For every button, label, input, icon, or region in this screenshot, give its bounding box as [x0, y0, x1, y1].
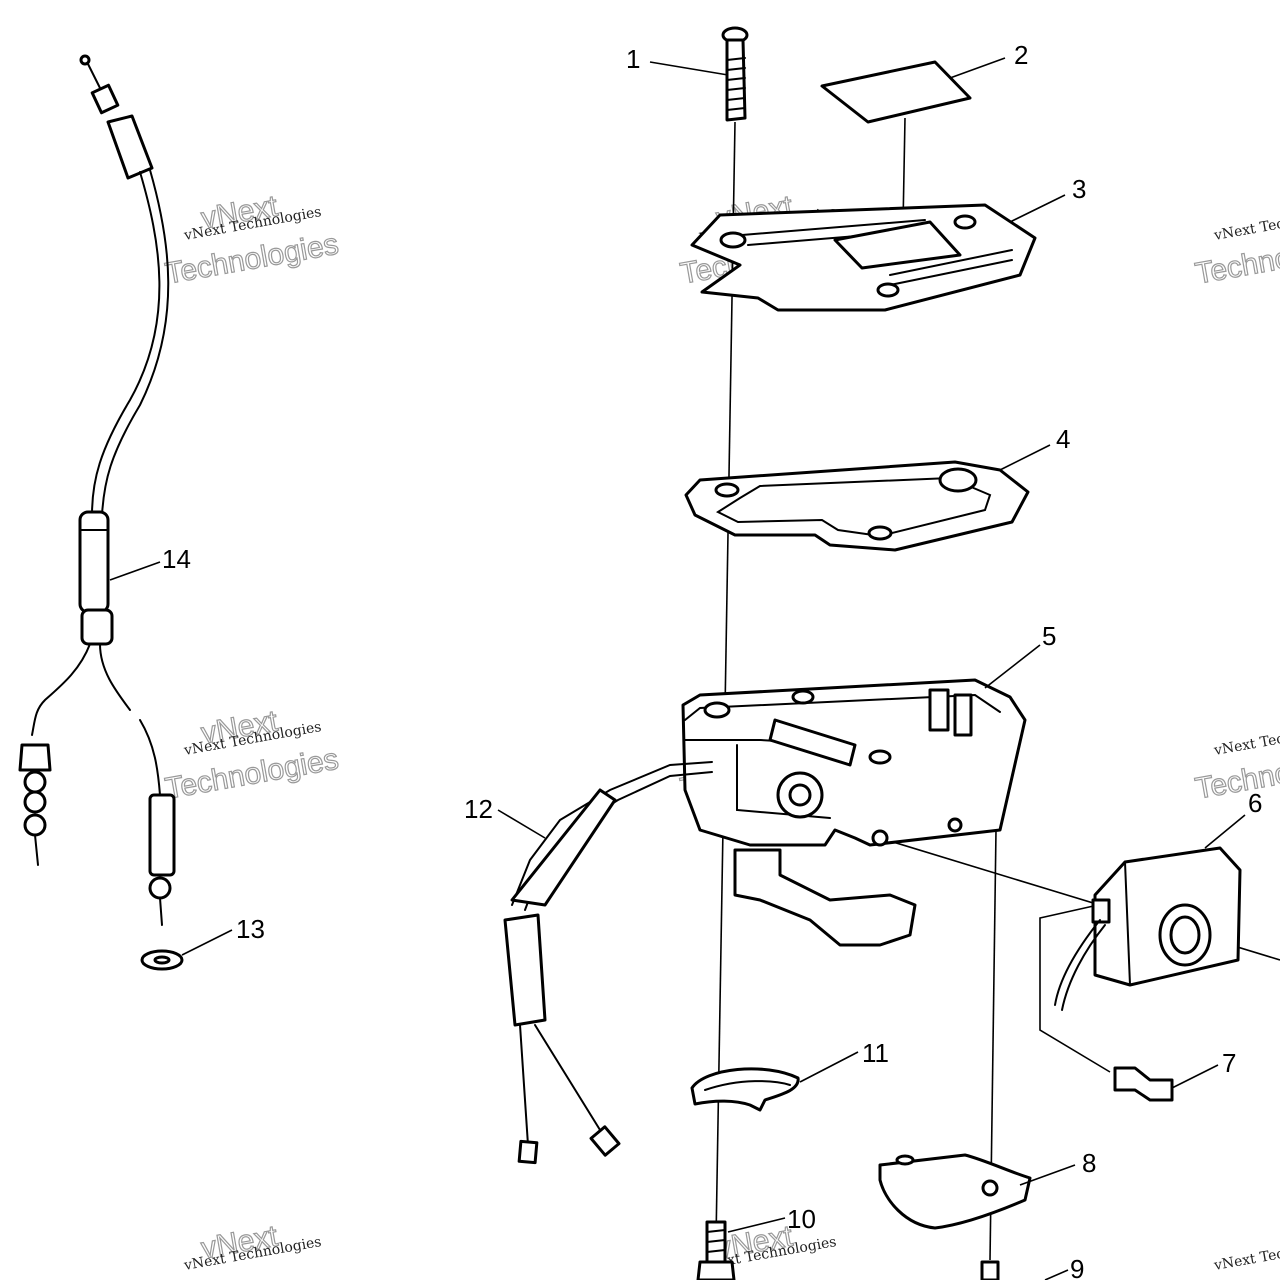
callout-leaders [109, 57, 1246, 1280]
callout-14: 14 [162, 544, 191, 574]
svg-text:vNext Technologies: vNext Technologies [1212, 719, 1280, 759]
throttle-cable [18, 54, 176, 926]
callout-12: 12 [464, 794, 493, 824]
screw-bottom-right [980, 1260, 1000, 1280]
watermark-bottom-right: vNext Technologies [1212, 1234, 1280, 1274]
clip [690, 1067, 800, 1112]
callout-13: 13 [236, 914, 265, 944]
wire-harness [503, 761, 713, 1165]
svg-text:vNext Technologies: vNext Technologies [1212, 1234, 1280, 1274]
switch [1054, 846, 1242, 1011]
callout-9: 9 [1070, 1254, 1084, 1280]
callout-8: 8 [1082, 1148, 1096, 1178]
throttle-housing [681, 678, 1027, 947]
svg-text:vNext Technologies: vNext Technologies [1212, 204, 1280, 244]
cover-plate [690, 203, 1037, 312]
callout-2: 2 [1014, 40, 1028, 70]
callout-1: 1 [626, 44, 640, 74]
watermark-mid-left: vNext vNext Technologies Technologies [162, 704, 341, 806]
callout-4: 4 [1056, 424, 1070, 454]
callout-5: 5 [1042, 621, 1056, 651]
callout-11: 11 [862, 1038, 889, 1068]
callout-3: 3 [1072, 174, 1086, 204]
screw-top [721, 26, 749, 122]
screw-bottom-left [696, 1220, 736, 1280]
decal [820, 60, 972, 124]
watermark-top-right: vNext Technologies Technologies [1192, 204, 1280, 291]
callout-7: 7 [1222, 1048, 1236, 1078]
watermark-top-left: vNext vNext Technologies Technologies [162, 189, 341, 291]
bulb [1113, 1066, 1174, 1102]
watermark-mid-right: vNext Technologies Technologies [1192, 719, 1280, 806]
clamp [878, 1153, 1032, 1230]
gasket [684, 460, 1030, 552]
callout-10: 10 [787, 1204, 816, 1234]
watermark-bottom-left: vNext vNext Technologies [182, 1219, 323, 1274]
callout-labels: 1 2 3 4 5 6 7 8 9 10 11 12 13 14 [162, 40, 1262, 1280]
washer [140, 949, 184, 971]
callout-6: 6 [1248, 788, 1262, 818]
